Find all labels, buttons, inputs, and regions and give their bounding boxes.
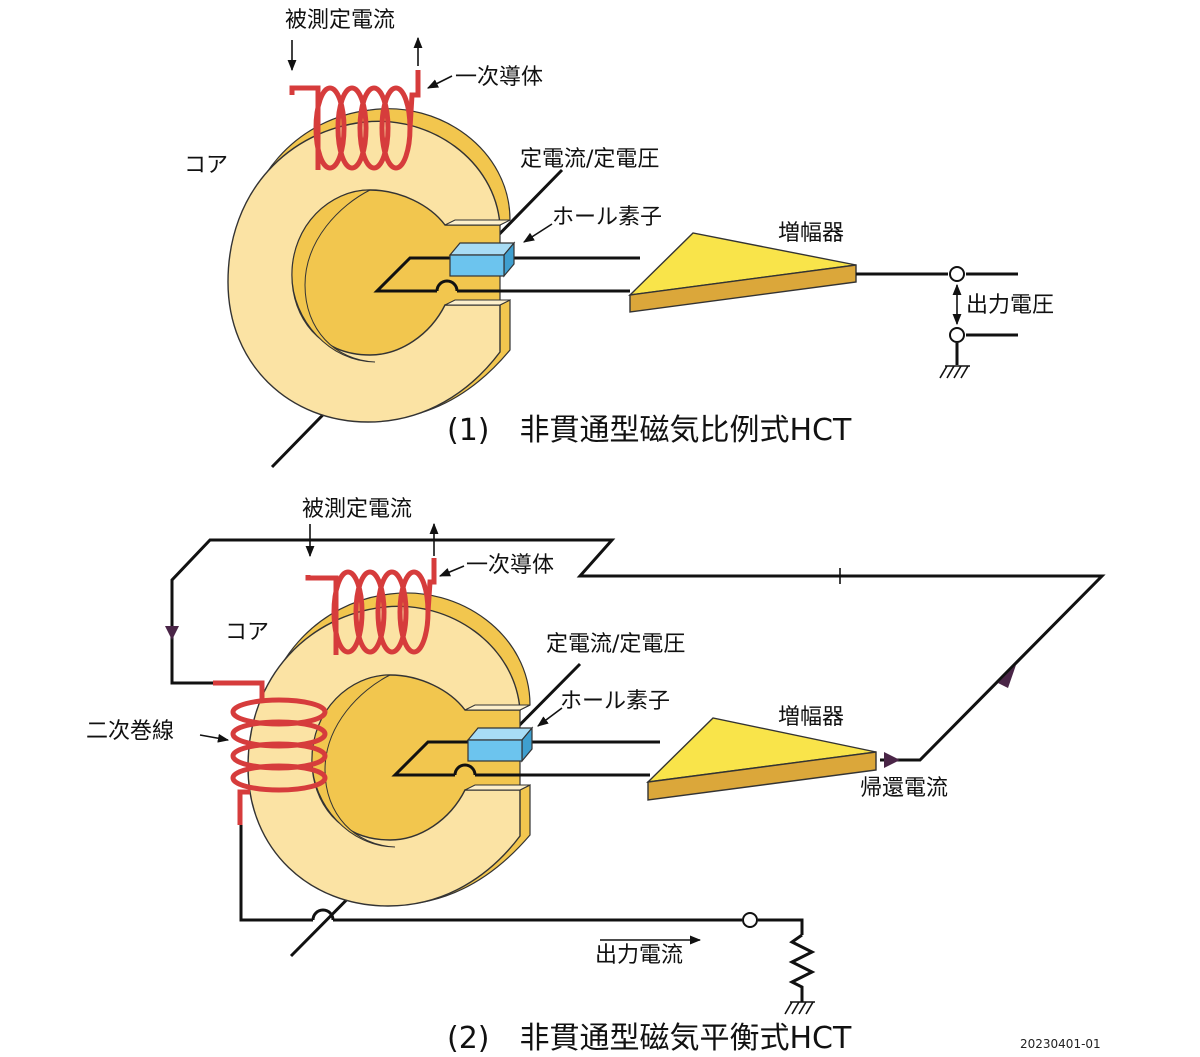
hall-loop-1	[373, 256, 640, 293]
measured-current-label-1: 被測定電流	[285, 8, 395, 33]
core-top-lower-2	[464, 784, 531, 791]
output-voltage-label-1: 出力電圧	[966, 293, 1054, 318]
core-label-1: コア	[184, 153, 228, 178]
secondary-coil-2	[213, 680, 328, 825]
output-wire-low-1	[955, 333, 1018, 365]
output-terminal-bottom-1	[949, 327, 965, 343]
feedback-arrow-left-2	[165, 626, 179, 640]
hall-element-label-2: ホール素子	[560, 689, 670, 714]
amplifier-2	[646, 717, 877, 801]
amplifier-label-1: 増幅器	[778, 221, 844, 246]
figure-code: 20230401-01	[1020, 1037, 1101, 1051]
core-inner-side-1	[291, 189, 376, 363]
hall-pointer-2	[537, 707, 563, 727]
resistor-2	[788, 933, 816, 1002]
output-current-label-2: 出力電流	[595, 943, 683, 968]
hall-element-1	[448, 241, 516, 278]
measured-current-label-2: 被測定電流	[302, 497, 412, 522]
amplifier-label-2: 増幅器	[778, 705, 844, 730]
wire-hop-1	[435, 279, 459, 292]
diagram-2-balance-hct: 被測定電流 一次導体 コア 定電流/定電圧 ホール素子 増幅器 二次巻線 帰還電…	[86, 497, 1106, 1056]
ground-symbol-2	[784, 1001, 815, 1015]
hall-pointer-1	[523, 223, 553, 243]
primary-conductor-label-2: 一次導体	[466, 553, 554, 578]
wire-hop-output-2	[311, 908, 335, 921]
output-terminal-top-1	[949, 266, 965, 282]
core-top-2	[464, 704, 531, 711]
caption-1: (1) 非貫通型磁気比例式HCT	[447, 413, 852, 448]
output-terminal-2	[742, 912, 758, 928]
amplifier-1	[628, 232, 857, 313]
feedback-current-label-2: 帰還電流	[860, 776, 948, 801]
diagram-1-proportional-hct: 被測定電流 一次導体 コア 定電流/定電圧 ホール素子 増幅器 出力電圧 (1)…	[184, 8, 1054, 469]
secondary-winding-label-2: 二次巻線	[86, 719, 174, 744]
constant-source-label-1: 定電流/定電圧	[520, 147, 659, 172]
core-label-2: コア	[225, 620, 269, 645]
feedback-loop-2	[170, 538, 1106, 762]
wire-hop-hall-2	[453, 763, 477, 776]
hall-element-label-1: ホール素子	[552, 205, 662, 230]
core-top-1	[444, 219, 511, 226]
primary-conductor-label-1: 一次導体	[455, 65, 543, 90]
core-top-lower-1	[444, 299, 511, 306]
feedback-arrow-amp-2	[884, 752, 900, 768]
secondary-pointer-2	[199, 733, 230, 743]
core-inner-side-2	[311, 674, 396, 848]
constant-source-label-2: 定電流/定電圧	[546, 632, 685, 657]
feedback-arrow-right-2	[998, 665, 1016, 688]
ground-symbol-1	[939, 365, 970, 379]
hall-loop-2	[391, 740, 660, 777]
primary-pointer-1	[426, 75, 453, 89]
caption-2: (2) 非貫通型磁気平衡式HCT	[447, 1021, 852, 1056]
hall-element-2	[466, 726, 534, 763]
output-wire-2	[239, 825, 804, 935]
primary-pointer-2	[438, 565, 465, 577]
primary-coil-1	[289, 70, 421, 171]
primary-coil-2	[305, 558, 437, 655]
